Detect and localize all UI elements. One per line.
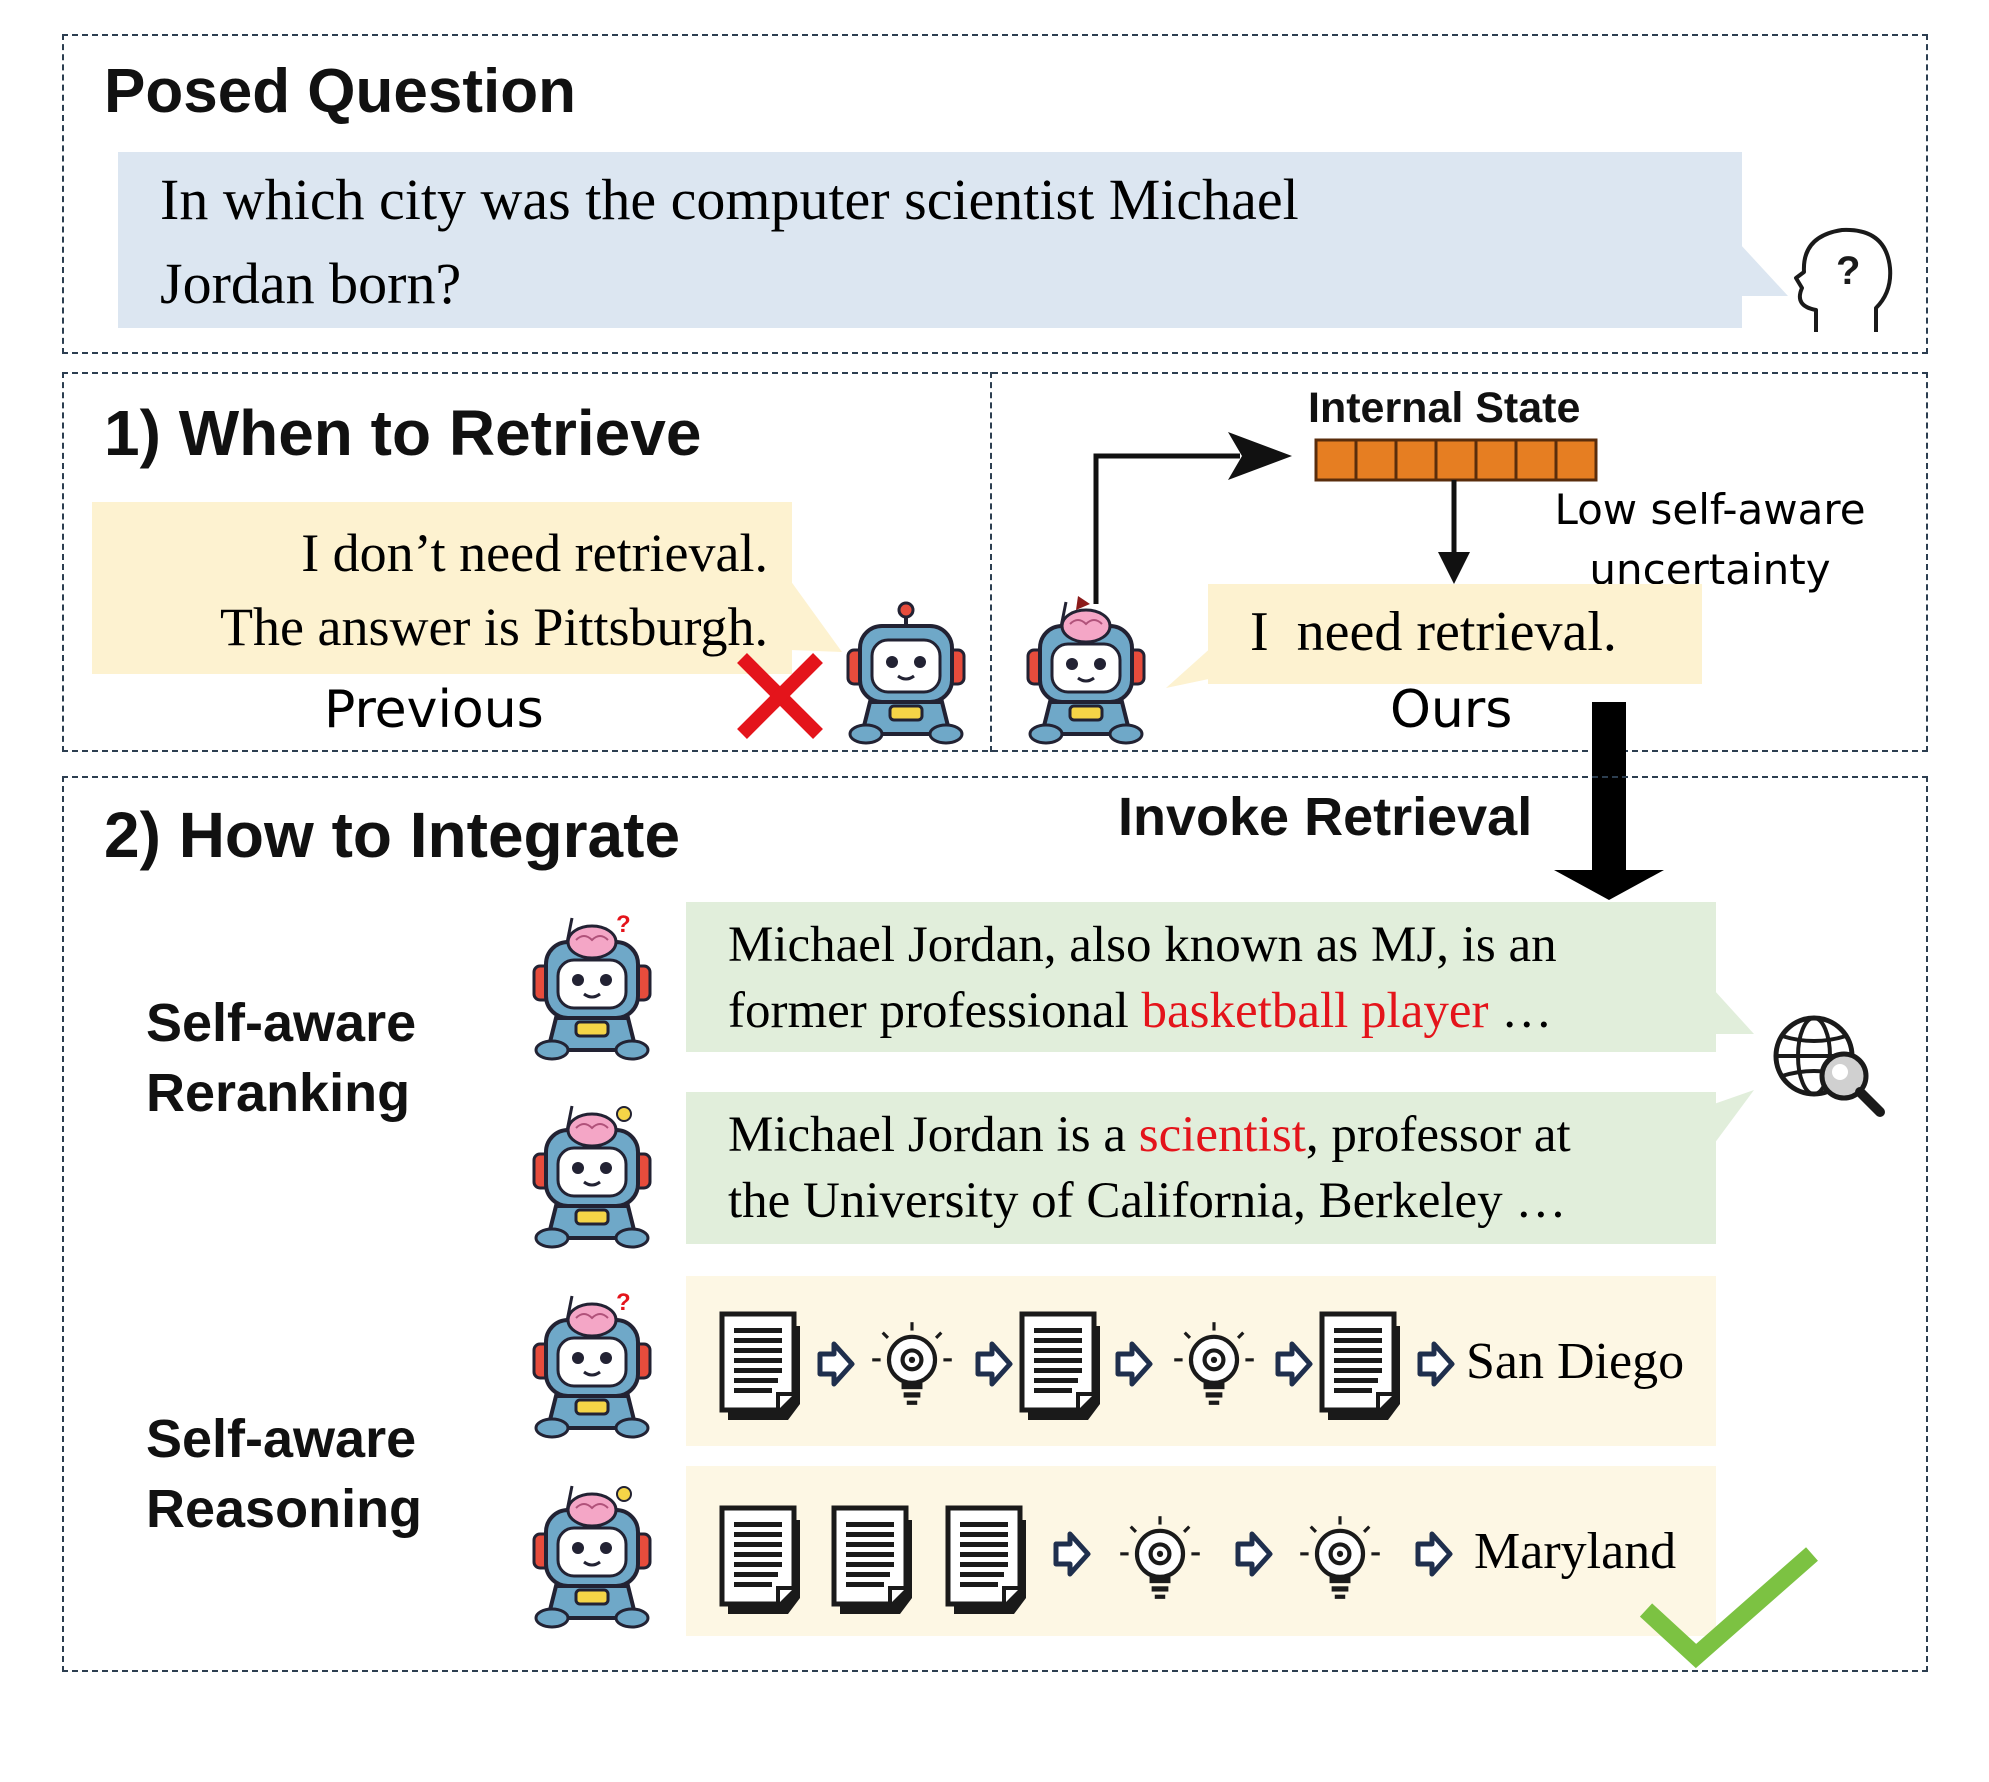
thinking-person-icon: ? [1794, 227, 1893, 332]
internal-state-cell [1554, 438, 1598, 482]
ours-answer-text: I need retrieval. [1250, 601, 1617, 663]
chain-1-arrow-4 [1276, 1342, 1316, 1390]
chain-1-arrow-3 [1116, 1342, 1156, 1390]
reasoning-label: Self-aware Reasoning [146, 1404, 422, 1544]
chain-2-doc-1 [716, 1504, 812, 1618]
passage-1-tail [1714, 990, 1754, 1034]
robot-previous-icon [846, 601, 966, 745]
question-text: In which city was the computer scientist… [160, 158, 1720, 326]
svg-text:?: ? [1836, 249, 1860, 293]
question-bubble [118, 152, 1742, 328]
robot-confident-icon [532, 1104, 652, 1249]
previous-answer-text: I don’t need retrieval. The answer is Pi… [100, 516, 768, 664]
passage-1-ellipsis: … [1488, 983, 1553, 1039]
how-to-integrate-heading: 2) How to Integrate [104, 799, 681, 871]
chain-2-bulb-1 [1118, 1512, 1202, 1602]
robot-uncertain-reasoning-icon: ? [532, 1289, 652, 1439]
chain-1-arrow-5 [1418, 1342, 1458, 1390]
ours-label: Ours [1390, 680, 1513, 740]
previous-line-2: The answer is Pittsburgh. [220, 597, 768, 657]
internal-state-cell [1394, 438, 1438, 482]
passage-2-line-2: the University of California, Berkeley … [728, 1173, 1567, 1229]
reasoning-line-2: Reasoning [146, 1479, 423, 1539]
chain-1-bulb-2 [1172, 1318, 1256, 1408]
passage-2-bubble [686, 1092, 1716, 1244]
passage-2-line-1: Michael Jordan is a scientist, professor… [728, 1102, 1571, 1168]
posed-question-panel [62, 34, 1928, 354]
reranking-line-2: Reranking [146, 1063, 411, 1123]
chain-2-doc-3 [942, 1504, 1038, 1618]
passage-1-highlight: basketball player [1141, 983, 1489, 1039]
question-line-2: Jordan born? [160, 251, 462, 316]
posed-question-heading: Posed Question [104, 57, 576, 126]
robot-confident-reasoning-icon [532, 1484, 652, 1629]
internal-state-bar [1314, 438, 1598, 482]
internal-state-cell [1434, 438, 1478, 482]
uncertainty-arrow [1438, 480, 1470, 584]
when-to-retrieve-heading: 1) When to Retrieve [104, 397, 702, 469]
previous-line-1: I don’t need retrieval. [301, 523, 768, 583]
chain-2-arrow-3 [1416, 1532, 1456, 1580]
previous-bubble [92, 502, 792, 674]
wrong-cross-icon [737, 653, 823, 739]
chain-1-doc-2 [1016, 1310, 1112, 1424]
invoke-retrieval-arrow [1554, 702, 1664, 900]
internal-state-cell [1314, 438, 1358, 482]
previous-label: Previous [324, 680, 544, 740]
web-search-icon [1773, 1015, 1885, 1117]
passage-1-text: Michael Jordan, also known as MJ, is an … [728, 912, 1557, 1044]
invoke-retrieval-label: Invoke Retrieval [1118, 787, 1533, 847]
when-to-retrieve-panel [62, 372, 1928, 752]
passage-2-highlight: scientist [1138, 1107, 1306, 1163]
ours-bubble [1208, 584, 1702, 684]
answer-wrong: San Diego [1466, 1333, 1685, 1390]
panel-divider [990, 372, 992, 752]
question-bubble-tail [1740, 244, 1788, 296]
chain-2-bulb-2 [1298, 1512, 1382, 1602]
robot-ours-icon [1026, 596, 1146, 745]
internal-state-arrow [1093, 432, 1292, 604]
answer-right: Maryland [1474, 1523, 1677, 1580]
svg-text:?: ? [616, 1289, 631, 1316]
svg-text:?: ? [616, 911, 631, 938]
chain-1-arrow-2 [976, 1342, 1016, 1390]
correct-check-icon [1639, 1547, 1818, 1669]
passage-2-rest: , professor at [1305, 1107, 1571, 1163]
uncertainty-note: Low self-aware uncertainty [1540, 480, 1880, 600]
internal-state-cell [1474, 438, 1518, 482]
passage-2-plain: Michael Jordan is a [728, 1107, 1139, 1163]
passage-1-plain: former professional [728, 983, 1142, 1039]
how-to-integrate-panel [62, 776, 1928, 1672]
chain-2-arrow-1 [1054, 1532, 1094, 1580]
chain-1-doc-1 [716, 1310, 812, 1424]
reranking-label: Self-aware Reranking [146, 988, 416, 1128]
passage-1-bubble [686, 902, 1716, 1052]
reasoning-line-1: Self-aware [146, 1409, 417, 1469]
internal-state-cell [1354, 438, 1398, 482]
passage-2-text: Michael Jordan is a scientist, professor… [728, 1102, 1571, 1234]
chain-2-doc-2 [828, 1504, 924, 1618]
uncertainty-line-1: Low self-aware [1554, 485, 1866, 534]
previous-bubble-tail [790, 580, 842, 652]
chain-2-arrow-2 [1236, 1532, 1276, 1580]
passage-1-line-2: former professional basketball player … [728, 978, 1557, 1044]
chain-1-arrow-1 [818, 1342, 858, 1390]
internal-state-label: Internal State [1308, 384, 1581, 432]
reranking-line-1: Self-aware [146, 993, 417, 1053]
chain-1-bulb-1 [870, 1318, 954, 1408]
robot-uncertain-icon: ? [532, 911, 652, 1061]
chain-1-doc-3 [1316, 1310, 1412, 1424]
question-line-1: In which city was the computer scientist… [160, 167, 1299, 232]
passage-1-line-1: Michael Jordan, also known as MJ, is an [728, 917, 1557, 973]
passage-2-tail [1714, 1090, 1754, 1144]
internal-state-cell [1514, 438, 1558, 482]
